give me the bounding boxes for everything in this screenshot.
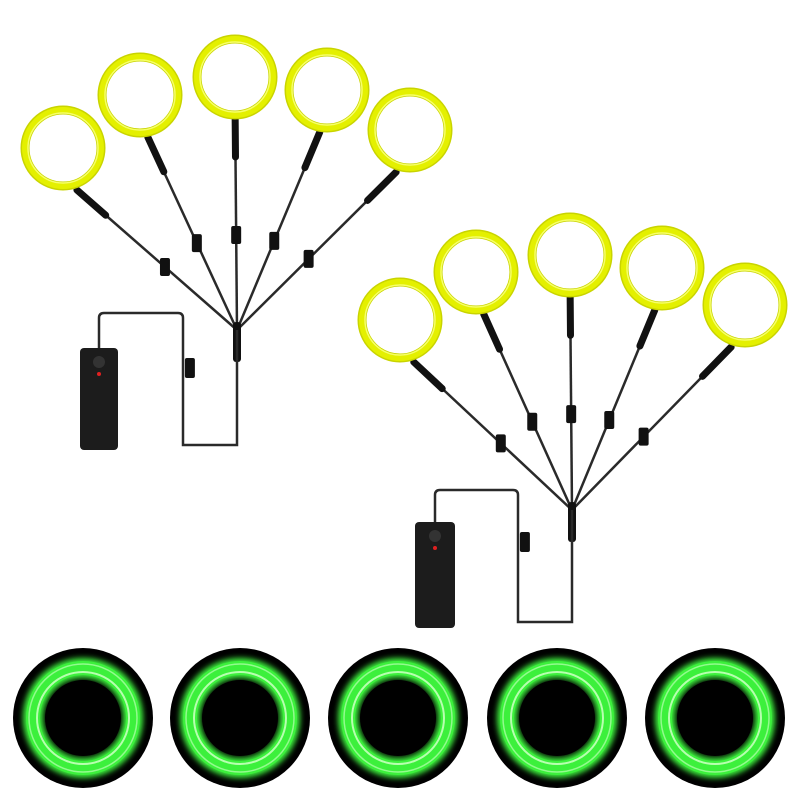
plug-connector [269, 231, 280, 250]
coil-highlight [440, 236, 512, 308]
el-wire-coil-icon [433, 229, 519, 315]
glow-core [660, 663, 770, 773]
indicator-led [433, 546, 437, 550]
glow-core [185, 663, 295, 773]
el-wire-coil-icon [702, 262, 788, 348]
battery-body [80, 348, 118, 450]
connector-sleeve [301, 128, 324, 172]
glowing-wire-icon [170, 648, 310, 788]
plug-connector [231, 226, 242, 245]
glow-core [193, 671, 287, 765]
battery-pack-icon [415, 522, 455, 628]
plug-connector [638, 427, 649, 446]
connector-sleeve [364, 168, 400, 204]
set-2 [357, 212, 788, 628]
connector-sleeve [410, 358, 446, 393]
el-wire-coil-icon [192, 34, 278, 120]
coil-wire [99, 54, 181, 136]
coil-highlight [104, 59, 176, 131]
coil-highlight [27, 112, 99, 184]
power-switch [429, 530, 441, 542]
plug-connector [184, 358, 195, 378]
connector-sleeve [73, 186, 110, 219]
glow-ring [341, 661, 455, 775]
plug-connector [191, 234, 202, 253]
coil-highlight [534, 219, 606, 291]
glowing-wire-icon [328, 648, 468, 788]
glow-ring [26, 661, 140, 775]
el-wire-coil-icon [367, 87, 453, 173]
plug-connector [303, 249, 314, 268]
coil-highlight [291, 54, 363, 126]
glow-core [510, 671, 604, 765]
coil-wire [369, 89, 451, 171]
set-1 [20, 34, 453, 450]
glow-ring [183, 661, 297, 775]
glow-core [36, 671, 130, 765]
el-wire-coil-icon [284, 47, 370, 133]
plug-connector [527, 412, 538, 431]
glowing-wire-icon [645, 648, 785, 788]
coil-wire [194, 36, 276, 118]
el-wire-coil-icon [20, 105, 106, 191]
battery-body [415, 522, 455, 628]
power-cable [433, 488, 574, 624]
glow-core [343, 663, 453, 773]
coil-wire [22, 107, 104, 189]
glow-ring [500, 661, 614, 775]
connector-sleeve [699, 343, 735, 380]
glow-core [351, 671, 445, 765]
coil-wire [529, 214, 611, 296]
glow-ring [658, 661, 772, 775]
coil-highlight [199, 41, 271, 113]
power-switch [93, 356, 105, 368]
coil-wire [704, 264, 786, 346]
el-wire-coil-icon [527, 212, 613, 298]
el-wire-coil-icon [357, 277, 443, 363]
glow-center [519, 680, 595, 756]
coil-wire [286, 49, 368, 131]
glow-center [202, 680, 278, 756]
glow-core [28, 663, 138, 773]
coil-wire [359, 279, 441, 361]
glow-core [502, 663, 612, 773]
glow-center [360, 680, 436, 756]
coil-highlight [626, 232, 698, 304]
plug-connector [566, 405, 577, 424]
plug-connector [604, 411, 615, 429]
coil-highlight [709, 269, 781, 341]
coil-highlight [364, 284, 436, 356]
el-wire-coil-icon [97, 52, 183, 138]
connector-sleeve [636, 306, 659, 350]
coil-highlight [374, 94, 446, 166]
plug-connector [495, 434, 506, 453]
glowing-wire-icon [13, 648, 153, 788]
glowing-wire-icon [487, 648, 627, 788]
battery-pack-icon [80, 348, 118, 450]
plug-connector [159, 258, 170, 276]
glow-center [45, 680, 121, 756]
el-wire-coil-icon [619, 225, 705, 311]
power-cable [97, 311, 239, 447]
indicator-led [97, 372, 101, 376]
glow-center [677, 680, 753, 756]
coil-wire [435, 231, 517, 313]
connector-sleeve [144, 133, 168, 176]
glow-core [668, 671, 762, 765]
plug-connector [519, 532, 530, 552]
coil-wire [621, 227, 703, 309]
connector-sleeve [480, 310, 504, 353]
